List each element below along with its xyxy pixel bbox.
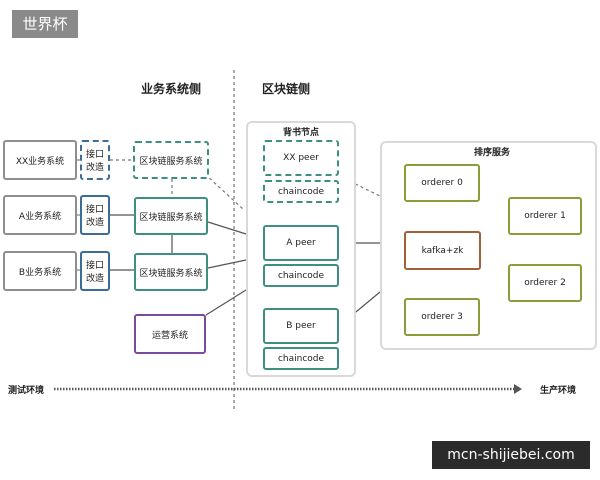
environment-arrowhead [514,384,522,394]
xx-business-system: XX业务系统 [3,140,77,180]
b-business-system: B业务系统 [3,251,77,291]
watermark-bottom: mcn-shijiebei.com [432,441,590,469]
test-environment-label: 测试环境 [8,386,45,396]
orderer-2: orderer 2 [508,264,582,302]
endorsement-nodes-title: 背书节点 [283,128,320,138]
orderer-0: orderer 0 [404,164,480,202]
link-xx-service-peers [204,173,245,211]
xx-interface-adapt: 接口改造 [80,140,110,180]
a-interface-adapt: 接口改造 [80,195,110,235]
b-interface-adapt: 接口改造 [80,251,110,291]
kafka-zookeeper: kafka+zk [404,231,481,270]
xx-peer: XX peer [263,140,339,176]
a-chaincode: chaincode [263,264,339,287]
a-business-system: A业务系统 [3,195,77,235]
b-peer: B peer [263,308,339,344]
xx-chaincode: chaincode [263,180,339,203]
a-chain-service-system: 区块链服务系统 [134,197,208,235]
link-a-service-peers [207,221,247,235]
business-side-heading: 业务系统侧 [141,82,202,96]
a-peer: A peer [263,225,339,261]
blockchain-side-heading: 区块链侧 [262,82,311,96]
link-ops-peers [205,289,247,316]
xx-chain-service-system: 区块链服务系统 [133,141,209,179]
ordering-service-title: 排序服务 [474,148,511,158]
watermark-top: 世界杯 [12,10,78,38]
b-chaincode: chaincode [263,347,339,370]
orderer-3: orderer 3 [404,298,480,336]
b-chain-service-system: 区块链服务系统 [134,253,208,291]
link-b-service-peers [207,259,247,269]
orderer-1: orderer 1 [508,197,582,235]
operations-system: 运营系统 [134,314,206,354]
production-environment-label: 生产环境 [540,386,577,396]
